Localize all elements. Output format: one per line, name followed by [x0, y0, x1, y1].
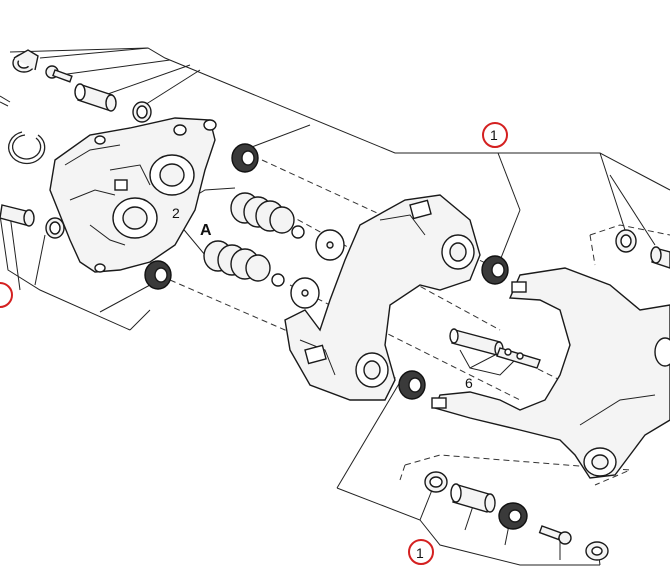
- label-6: 6: [465, 375, 473, 391]
- bushing-bottom: [424, 471, 448, 493]
- label-2: 2: [172, 205, 180, 221]
- left-middle-parts: [0, 204, 65, 239]
- callout-circle-top[interactable]: [482, 122, 508, 148]
- leader-lines: [0, 47, 670, 566]
- brake-carrier: [284, 194, 481, 401]
- label-1-bottom: 1: [416, 545, 424, 561]
- label-1-top: 1: [490, 127, 498, 143]
- top-left-parts: [0, 49, 152, 165]
- piston-disc-upper: [315, 229, 345, 261]
- callout-circle-left[interactable]: [0, 282, 13, 308]
- seal-bottom: [498, 502, 528, 530]
- seal-carrier-upper: [481, 255, 509, 285]
- reference-labels: 1 1 2 A 6: [172, 127, 498, 561]
- retaining-clip: [496, 347, 541, 369]
- callout-markers: [0, 122, 508, 565]
- circlip: [8, 131, 46, 165]
- caliper-housing: [49, 117, 217, 273]
- label-A: A: [200, 222, 212, 239]
- bottom-parts: [424, 471, 609, 561]
- bushing-top-left: [12, 49, 39, 73]
- washer-bottom: [585, 541, 609, 561]
- caliper-support: [431, 267, 670, 479]
- guide-pin: [449, 328, 504, 357]
- bushing-top-right: [615, 229, 637, 253]
- seal-top-left: [132, 101, 152, 123]
- sleeve-top-left: [74, 83, 117, 112]
- piston-boot-lower: [203, 240, 285, 287]
- seal-upper-housing: [231, 143, 259, 173]
- piston-boot-upper: [230, 192, 305, 239]
- seal-lower-housing: [144, 260, 172, 290]
- sleeve-bottom: [450, 483, 496, 513]
- sleeve-top-right: [650, 246, 670, 269]
- callout-circle-bottom[interactable]: [408, 539, 434, 565]
- bolt-top-left: [45, 65, 73, 83]
- seal-carrier-lower: [398, 370, 426, 400]
- bolt-bottom: [538, 525, 572, 545]
- piston-disc-lower: [290, 277, 320, 309]
